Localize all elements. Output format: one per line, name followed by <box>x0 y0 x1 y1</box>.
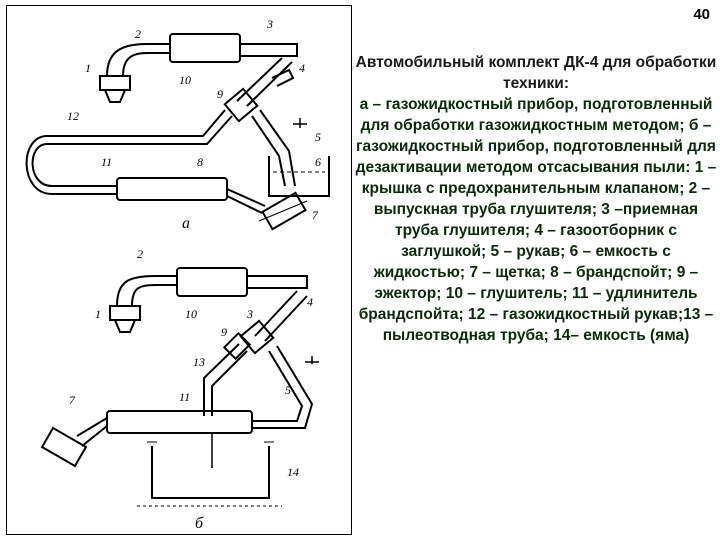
callout-a-7: 7 <box>312 208 319 222</box>
nozzle-extension-b <box>106 410 253 434</box>
nozzle-extension <box>116 177 228 201</box>
callout-b-11: 11 <box>179 390 190 404</box>
subfigure-label-b: б <box>195 515 204 532</box>
ejector <box>223 87 259 123</box>
caption-body: а – газожидкостный прибор, подготовленны… <box>355 96 717 344</box>
callout-a-6: 6 <box>315 155 321 169</box>
intake-pipe-b <box>247 275 308 289</box>
callout-a-11: 11 <box>101 155 112 169</box>
callout-b-7: 7 <box>69 393 76 407</box>
muffler-b <box>176 267 248 297</box>
callout-b-10: 10 <box>185 307 197 321</box>
ejector-b <box>239 319 275 355</box>
slide-number: 40 <box>693 6 710 23</box>
callout-a-5: 5 <box>315 130 321 144</box>
exhaust-pipe-b <box>116 275 177 307</box>
diagram-part-b <box>40 267 319 507</box>
callout-b-1: 1 <box>95 307 101 321</box>
figure-caption: Автомобильный комплект ДК-4 для обработк… <box>355 52 717 346</box>
callout-b-2: 2 <box>137 247 143 261</box>
liquid-container <box>268 156 330 197</box>
callout-b-4: 4 <box>307 295 313 309</box>
callout-a-4: 4 <box>299 61 305 75</box>
callout-a-12: 12 <box>67 109 79 123</box>
intake-pipe <box>240 43 298 57</box>
callout-b-14: 14 <box>287 465 299 479</box>
figure-frame: 3 2 1 4 10 9 12 5 6 11 8 7 а 2 1 10 4 3 … <box>6 5 352 535</box>
cap-with-valve <box>99 75 131 91</box>
callout-a-2: 2 <box>135 27 141 41</box>
technical-drawing: 3 2 1 4 10 9 12 5 6 11 8 7 а 2 1 10 4 3 … <box>25 17 330 532</box>
brush <box>261 191 307 231</box>
callout-a-9: 9 <box>217 87 223 101</box>
callout-b-9: 9 <box>221 325 227 339</box>
muffler <box>169 33 241 63</box>
callout-b-13: 13 <box>193 355 205 369</box>
dust-pipe <box>211 350 248 416</box>
callout-b-3: 3 <box>246 307 253 321</box>
caption-title: Автомобильный комплект ДК-4 для обработк… <box>355 54 717 92</box>
callout-b-5: 5 <box>285 383 291 397</box>
callout-a-8: 8 <box>197 155 203 169</box>
brush-b <box>40 426 88 468</box>
callout-a-10: 10 <box>179 73 191 87</box>
gas-liquid-hose <box>31 115 233 187</box>
diagram-part-a <box>25 33 330 231</box>
callout-a-3: 3 <box>266 17 273 31</box>
callout-a-1: 1 <box>85 61 91 75</box>
hose-b <box>252 350 304 422</box>
pit <box>151 446 270 499</box>
cap-with-valve-b <box>109 305 141 321</box>
exhaust-pipe <box>106 43 170 77</box>
subfigure-label-a: а <box>182 215 190 232</box>
